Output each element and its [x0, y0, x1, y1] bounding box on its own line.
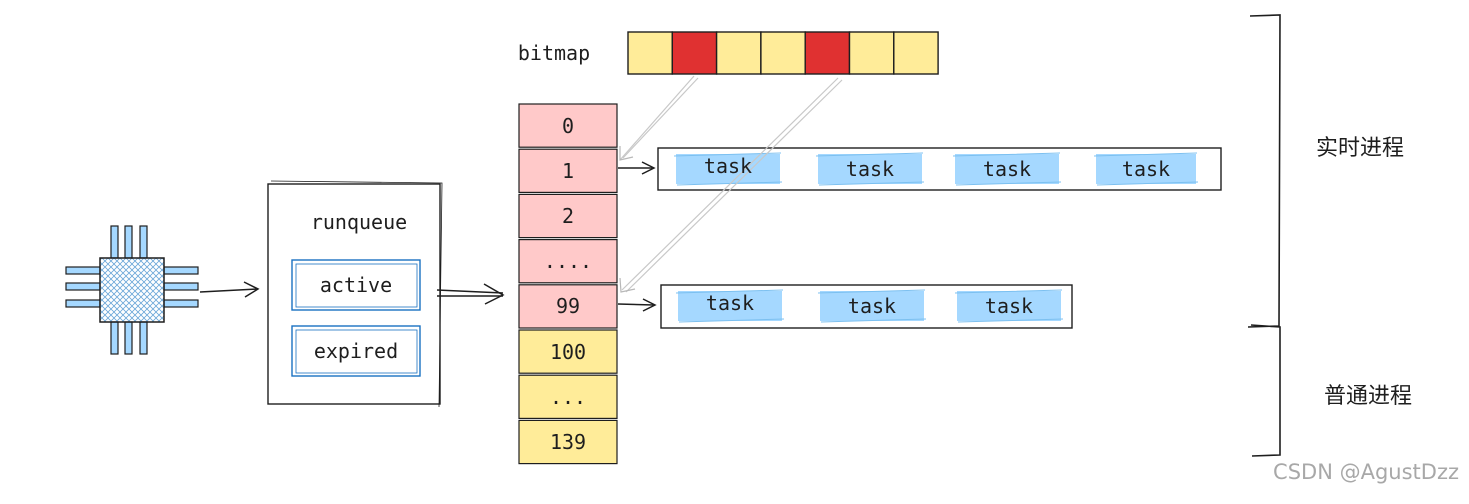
task-item — [957, 291, 1061, 321]
priority-cell-label: 139 — [549, 429, 587, 454]
priority-cell — [518, 374, 618, 420]
task-item-sketch — [815, 152, 925, 186]
bitmap-cell-clear — [848, 31, 895, 75]
priority-cell — [518, 329, 618, 374]
task-item-sketch — [817, 289, 927, 323]
bitmap-label: bitmap — [517, 41, 591, 65]
runqueue-label: runqueue — [310, 210, 408, 234]
priority-to-tasklist-arrows — [617, 161, 657, 312]
bitmap-cell-clear — [715, 31, 762, 75]
active-label: active — [319, 273, 393, 297]
task-item — [955, 154, 1059, 184]
bitmap-array — [627, 31, 939, 75]
bitmap-cell-clear — [893, 31, 939, 75]
bitmap-pointer-lines — [619, 75, 843, 293]
normal-process-label: 普通进程 — [1323, 384, 1412, 409]
runqueue-box — [267, 180, 443, 408]
cpu-to-runqueue-arrow — [199, 281, 260, 298]
task-label: task — [703, 154, 753, 178]
realtime-process-label: 实时进程 — [1315, 136, 1404, 161]
priority-cell — [518, 103, 618, 148]
task-item — [818, 154, 922, 184]
task-item-sketch — [952, 152, 1062, 186]
cpu-chip-icon — [65, 225, 199, 355]
priority-cell-label: 0 — [561, 113, 575, 138]
priority-cell-label: 100 — [549, 339, 587, 364]
task-item — [676, 154, 780, 184]
priority-cell-label: 2 — [561, 203, 575, 228]
priority-cell — [518, 284, 618, 329]
bitmap-cell-set — [671, 31, 718, 75]
bitmap-cell-clear — [760, 31, 806, 75]
task-label: task — [847, 294, 897, 318]
priority-cell-label: .... — [543, 249, 593, 274]
task-item-sketch — [675, 289, 785, 323]
task-label: task — [982, 157, 1032, 181]
priority-cell — [518, 239, 618, 284]
bitmap-cell-set — [804, 31, 851, 75]
priority-cell-label: 99 — [555, 294, 581, 319]
task-label: task — [845, 157, 895, 181]
task-label: task — [1121, 157, 1171, 181]
task-item-sketch — [673, 152, 783, 186]
priority-cell — [518, 419, 618, 465]
task-item — [678, 291, 782, 321]
task-label: task — [984, 294, 1034, 318]
priority-cell-label: ... — [549, 384, 587, 409]
task-item — [820, 291, 924, 321]
task-item — [1096, 154, 1196, 184]
task-item-sketch — [1093, 152, 1199, 186]
priority-cell-label: 1 — [561, 158, 575, 183]
task-item-sketch — [954, 289, 1064, 323]
priority-array — [518, 103, 618, 465]
priority-cell — [518, 148, 618, 193]
bitmap-cell-clear — [627, 31, 673, 75]
expired-label: expired — [313, 339, 399, 363]
range-braces — [1247, 14, 1281, 457]
priority-cell — [518, 193, 618, 239]
active-to-array-arrow — [436, 283, 505, 305]
task-label: task — [705, 291, 755, 315]
watermark: CSDN @AgustDzz — [1273, 460, 1459, 484]
